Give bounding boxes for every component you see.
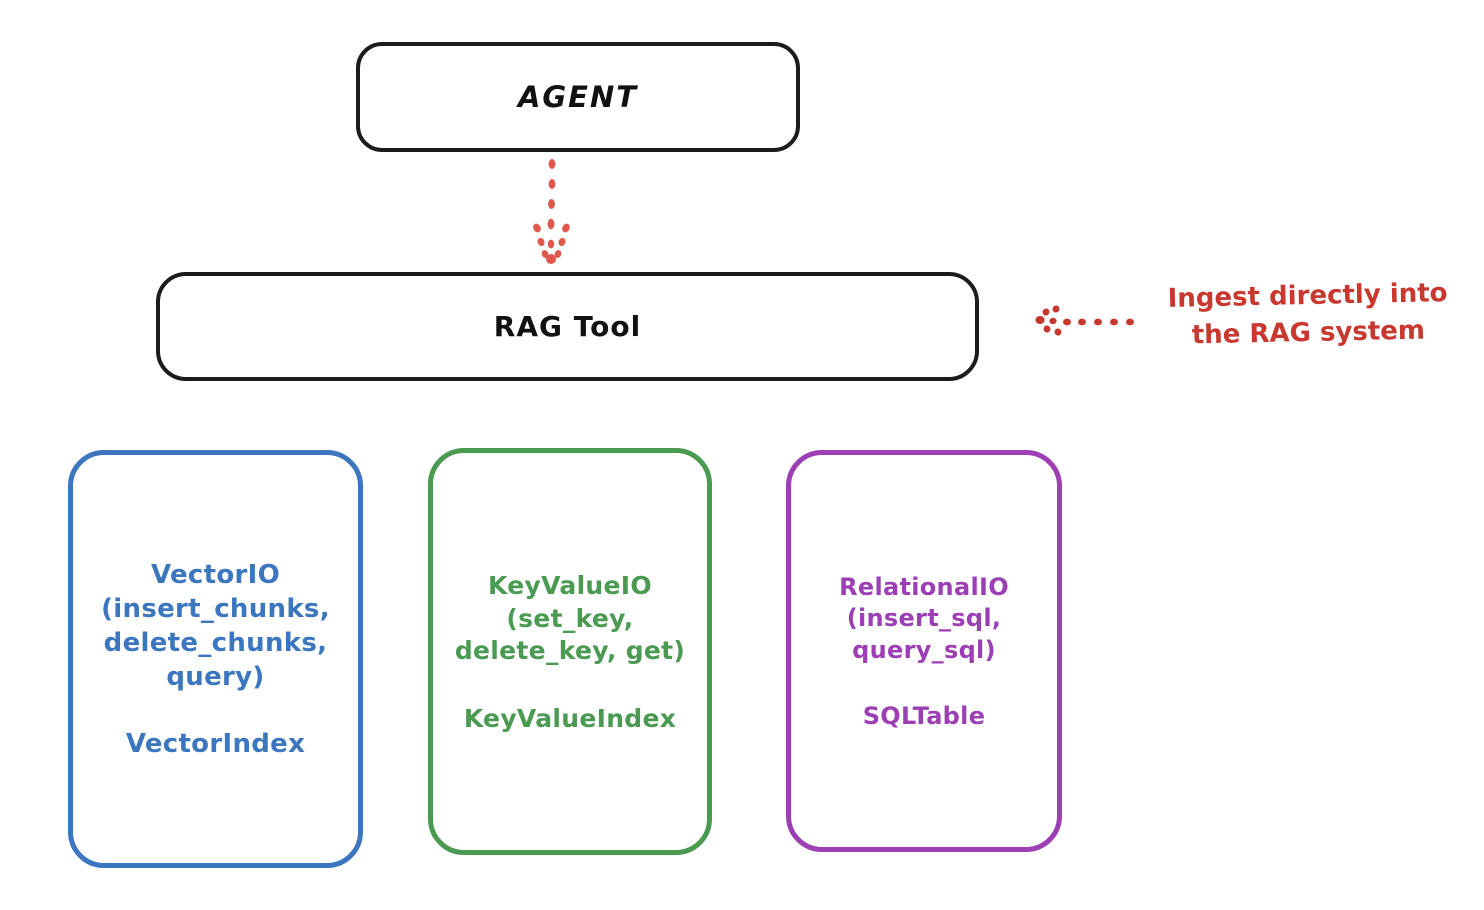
agent-to-rag-tool-arrow	[533, 159, 570, 264]
rag-tool-node[interactable]: RAG Tool	[156, 272, 979, 381]
relational-io-api-label: RelationalIO (insert_sql, query_sql)	[839, 573, 1009, 664]
key-value-io-card[interactable]: KeyValueIO (set_key, delete_key, get) Ke…	[428, 448, 712, 855]
key-value-io-api-label: KeyValueIO (set_key, delete_key, get)	[454, 571, 686, 666]
relational-io-card[interactable]: RelationalIO (insert_sql, query_sql) SQL…	[786, 450, 1062, 852]
ingest-annotation-text: Ingest directly into the RAG system	[1167, 278, 1448, 351]
sql-table-label: SQLTable	[862, 701, 986, 730]
ingest-note-arrow	[1035, 305, 1134, 336]
rag-tool-node-label: RAG Tool	[493, 310, 642, 343]
agent-node-label: AGENT	[517, 80, 639, 114]
vector-io-card[interactable]: VectorIO (insert_chunks, delete_chunks, …	[68, 450, 363, 868]
agent-node[interactable]: AGENT	[356, 42, 800, 152]
vector-io-api-label: VectorIO (insert_chunks, delete_chunks, …	[101, 560, 330, 692]
key-value-index-label: KeyValueIndex	[463, 703, 677, 733]
vector-index-label: VectorIndex	[125, 728, 306, 759]
